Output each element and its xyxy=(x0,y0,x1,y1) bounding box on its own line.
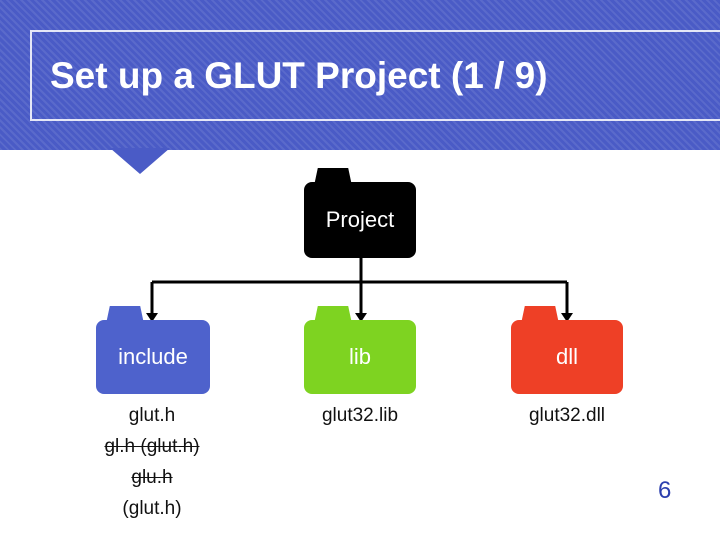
lib-files: glut32.lib xyxy=(290,400,430,431)
dll-files: glut32.dll xyxy=(497,400,637,431)
folder-body: lib xyxy=(304,320,416,394)
file-item: glut32.dll xyxy=(528,405,606,426)
folder-tab xyxy=(106,306,144,324)
include-label: include xyxy=(118,344,188,369)
include-files: glut.h gl.h (glut.h) glu.h (glut.h) xyxy=(92,400,212,524)
folder-body: dll xyxy=(511,320,623,394)
folder-body: Project xyxy=(304,182,416,258)
file-item-deprecated: gl.h (glut.h) xyxy=(104,436,200,457)
dll-folder: dll xyxy=(511,306,623,394)
file-item: (glut.h) xyxy=(122,498,182,519)
dll-label: dll xyxy=(555,344,578,369)
title-frame xyxy=(30,30,720,121)
page-number: 6 xyxy=(658,477,672,504)
project-label: Project xyxy=(325,207,395,232)
folder-tab xyxy=(521,306,559,324)
file-item: glut.h xyxy=(128,405,176,426)
folder-tab xyxy=(314,168,352,186)
slide-title: Set up a GLUT Project (1 / 9) xyxy=(50,55,548,96)
dll-arrowhead xyxy=(561,313,573,322)
project-folder: Project xyxy=(304,168,416,258)
include-arrowhead xyxy=(146,313,158,322)
banner-notch xyxy=(110,148,170,174)
file-item-deprecated: glu.h xyxy=(131,467,173,488)
file-item: glut32.lib xyxy=(321,405,399,426)
lib-arrowhead xyxy=(355,313,367,322)
folder-tab xyxy=(314,306,352,324)
lib-label: lib xyxy=(348,344,371,369)
include-folder: include xyxy=(96,306,210,394)
title-banner xyxy=(0,0,720,150)
lib-folder: lib xyxy=(304,306,416,394)
folder-body: include xyxy=(96,320,210,394)
